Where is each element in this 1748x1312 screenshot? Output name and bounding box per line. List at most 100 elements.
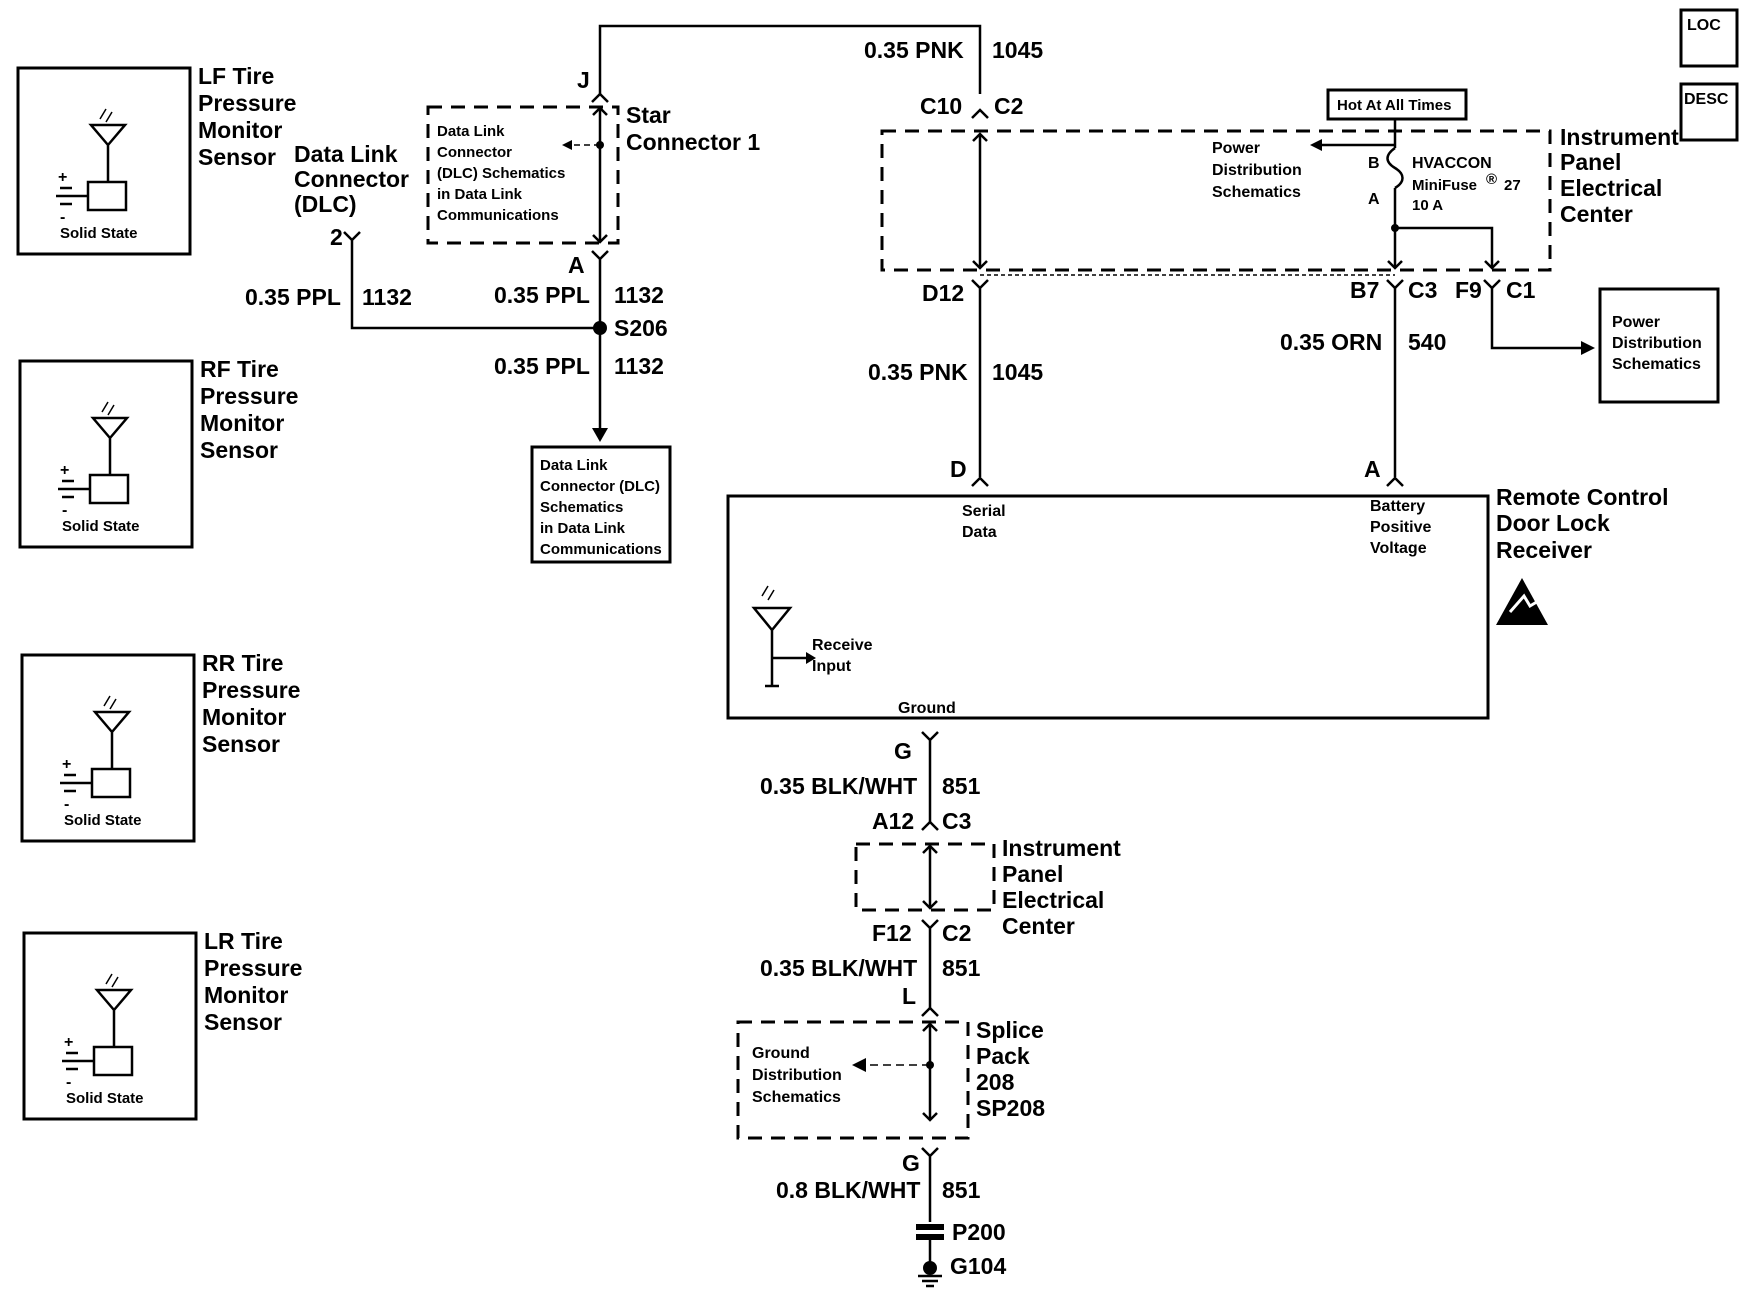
- fuse-rating: 10 A: [1412, 197, 1443, 214]
- ground-g104: G104: [950, 1253, 1006, 1279]
- splice-pack-box: [736, 1020, 970, 1140]
- b7-f9-connectors: [1386, 279, 1501, 290]
- fuse-pin-b: B: [1368, 155, 1380, 172]
- star-top-wire[interactable]: [598, 24, 982, 94]
- sensor-box[interactable]: [22, 931, 198, 1121]
- serial-lower-wire[interactable]: [971, 279, 989, 477]
- receiver-box[interactable]: [726, 494, 1490, 720]
- sensor-box[interactable]: [16, 66, 192, 256]
- ground-icon: [918, 1261, 942, 1288]
- svg-text:+: +: [62, 756, 71, 773]
- receiver-title-1: Remote Control: [1496, 484, 1669, 510]
- ipec-title-4: Center: [1560, 201, 1633, 227]
- serial-data-wire: 0.35 PNK 1045 C10 C2 D12 0.35 PNK 1045 D: [864, 37, 1043, 487]
- battery-wire: 0.35 ORN 540 A Power Distribution Schema…: [1280, 287, 1720, 487]
- star-bottom-pin: A: [568, 252, 585, 278]
- splice-title-2: Pack: [976, 1043, 1030, 1069]
- sensor-antenna-icon: [88, 108, 128, 183]
- battery-label-1: Battery: [1370, 498, 1425, 515]
- dlc-title-3: (DLC): [294, 191, 357, 217]
- receiver-pin-g: G: [894, 738, 912, 764]
- dlc-wire-gauge: 0.35 PPL: [245, 284, 341, 310]
- pdist-box[interactable]: [1598, 287, 1720, 404]
- ipec-title-2: Panel: [1560, 149, 1621, 175]
- loc-text: LOC: [1687, 17, 1721, 34]
- conn-c10: C10: [920, 93, 962, 119]
- loc-block[interactable]: LOC: [1679, 8, 1739, 68]
- ground-ref-1[interactable]: Ground: [752, 1045, 810, 1062]
- ipec-pdist-ref-1[interactable]: Power: [1212, 140, 1260, 157]
- sensor-box[interactable]: [18, 359, 194, 549]
- pin-d-connector: [971, 476, 989, 487]
- serial-data-label-1: Serial: [962, 503, 1006, 520]
- f9-branch-wire[interactable]: [1490, 288, 1583, 350]
- battery-label-3: Voltage: [1370, 540, 1427, 557]
- s206-ref-box[interactable]: [530, 445, 672, 564]
- ipec-pdist-ref-3[interactable]: Schematics: [1212, 184, 1301, 201]
- ipec-pdist-ref-2[interactable]: Distribution: [1212, 162, 1302, 179]
- sensor-title-line: Sensor: [200, 437, 278, 463]
- sensor-caption: Solid State: [64, 812, 142, 829]
- battery-gauge: 0.35 ORN: [1280, 329, 1382, 355]
- serial-ipec-arrows: [972, 132, 988, 270]
- sensor-title-line: LF Tire: [198, 63, 274, 89]
- ipec-bottom-arrows: [922, 844, 938, 910]
- sensor-title-line: Pressure: [198, 90, 296, 116]
- gnd-w2-gauge: 0.35 BLK/WHT: [760, 955, 917, 981]
- s206-ref-line-text: Communications: [540, 541, 662, 558]
- sensor-title-line: Monitor: [200, 410, 284, 436]
- hot-at-all-times-box: [1326, 88, 1468, 121]
- star-title-2: Connector 1: [626, 129, 760, 155]
- ground-ref-2[interactable]: Distribution: [752, 1067, 842, 1084]
- svg-text:-: -: [60, 209, 65, 226]
- s206-output-arrow: [592, 428, 608, 442]
- ground-path: G 0.35 BLK/WHT 851 A12 C3 Instrument Pan…: [736, 731, 1121, 1288]
- ground-wire-3[interactable]: [921, 1147, 939, 1222]
- serial-mid-circuit: 1045: [992, 359, 1043, 385]
- conn-c3-bottom: C3: [942, 808, 971, 834]
- pass-thru-label: P200: [952, 1219, 1006, 1245]
- sensor-title-line: Monitor: [198, 117, 282, 143]
- svg-text:+: +: [64, 1034, 73, 1051]
- fuse-symbol[interactable]: [1386, 146, 1404, 190]
- sensor-box[interactable]: [20, 653, 196, 843]
- ground-wire-2[interactable]: [921, 919, 939, 1008]
- dlc-wire[interactable]: [343, 231, 600, 330]
- star-bottom-wire[interactable]: [591, 250, 609, 328]
- sensor-antenna-icon: [94, 973, 134, 1048]
- s206-ref-line-text: Schematics: [540, 499, 623, 516]
- conn-c3-top: C3: [1408, 277, 1437, 303]
- serial-top-circuit: 1045: [992, 37, 1043, 63]
- ground-label: Ground: [898, 700, 956, 717]
- s206-out-gauge: 0.35 PPL: [494, 353, 590, 379]
- sensor-caption: Solid State: [66, 1090, 144, 1107]
- svg-text:-: -: [62, 502, 67, 519]
- sensor-battery-icon: +-: [60, 756, 132, 813]
- ipec-b-title-1: Instrument: [1002, 835, 1121, 861]
- ground-ref-3[interactable]: Schematics: [752, 1089, 841, 1106]
- sensor-title-line: RF Tire: [200, 356, 279, 382]
- pdist-box-3: Schematics: [1612, 356, 1701, 373]
- star-inner-arrows: [592, 106, 608, 244]
- s206-label: S206: [614, 315, 668, 341]
- sensor-caption: Solid State: [60, 225, 138, 242]
- s206-out-circuit: 1132: [614, 353, 664, 379]
- door-lock-receiver: Remote Control Door Lock Receiver Serial…: [726, 484, 1669, 720]
- battery-label-2: Positive: [1370, 519, 1431, 536]
- fuse-pin-a: A: [1368, 191, 1380, 208]
- s206-ref-line-text: Connector (DLC): [540, 478, 660, 495]
- ground-wire-1[interactable]: [921, 731, 939, 822]
- sensor-battery-icon: +-: [58, 462, 130, 519]
- fuse-type: MiniFuse: [1412, 177, 1477, 194]
- star-top-pin: J: [577, 67, 590, 93]
- hot-at-all-times: Hot At All Times: [1337, 97, 1451, 114]
- star-wire-circuit: 1132: [614, 282, 664, 308]
- splice-title-3: 208: [976, 1069, 1015, 1095]
- desc-block[interactable]: DESC: [1679, 82, 1739, 142]
- gnd-w1-gauge: 0.35 BLK/WHT: [760, 773, 917, 799]
